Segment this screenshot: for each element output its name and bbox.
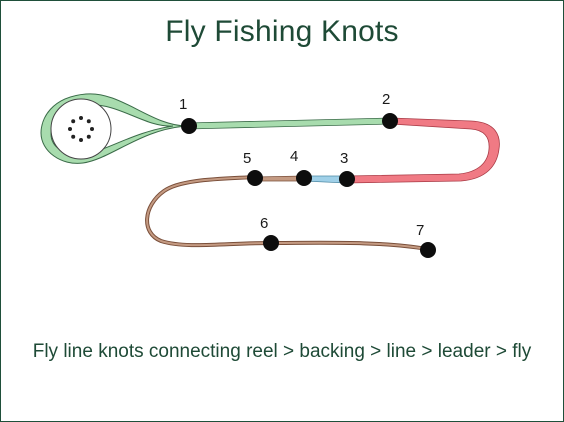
knot-5 bbox=[247, 170, 263, 186]
knot-label-1: 1 bbox=[179, 96, 187, 113]
knot-label-7: 7 bbox=[416, 222, 424, 239]
knot-label-3: 3 bbox=[340, 150, 348, 167]
knot-label-5: 5 bbox=[243, 150, 251, 167]
diagram-caption: Fly line knots connecting reel > backing… bbox=[32, 341, 532, 362]
knot-7 bbox=[420, 242, 436, 258]
knot-6 bbox=[263, 235, 279, 251]
reel bbox=[50, 98, 112, 160]
knot-label-4: 4 bbox=[290, 148, 298, 165]
tippet-curve-fill bbox=[146, 176, 428, 250]
knot-3 bbox=[339, 171, 355, 187]
knot-4 bbox=[296, 170, 312, 186]
knot-1 bbox=[181, 118, 197, 134]
page-title: Fly Fishing Knots bbox=[165, 15, 399, 48]
fly-line bbox=[345, 117, 500, 184]
tippet-curve bbox=[145, 175, 428, 251]
knot-label-2: 2 bbox=[382, 91, 390, 108]
knot-label-6: 6 bbox=[260, 215, 268, 232]
knot-2 bbox=[382, 113, 398, 129]
backing-line bbox=[186, 117, 392, 130]
